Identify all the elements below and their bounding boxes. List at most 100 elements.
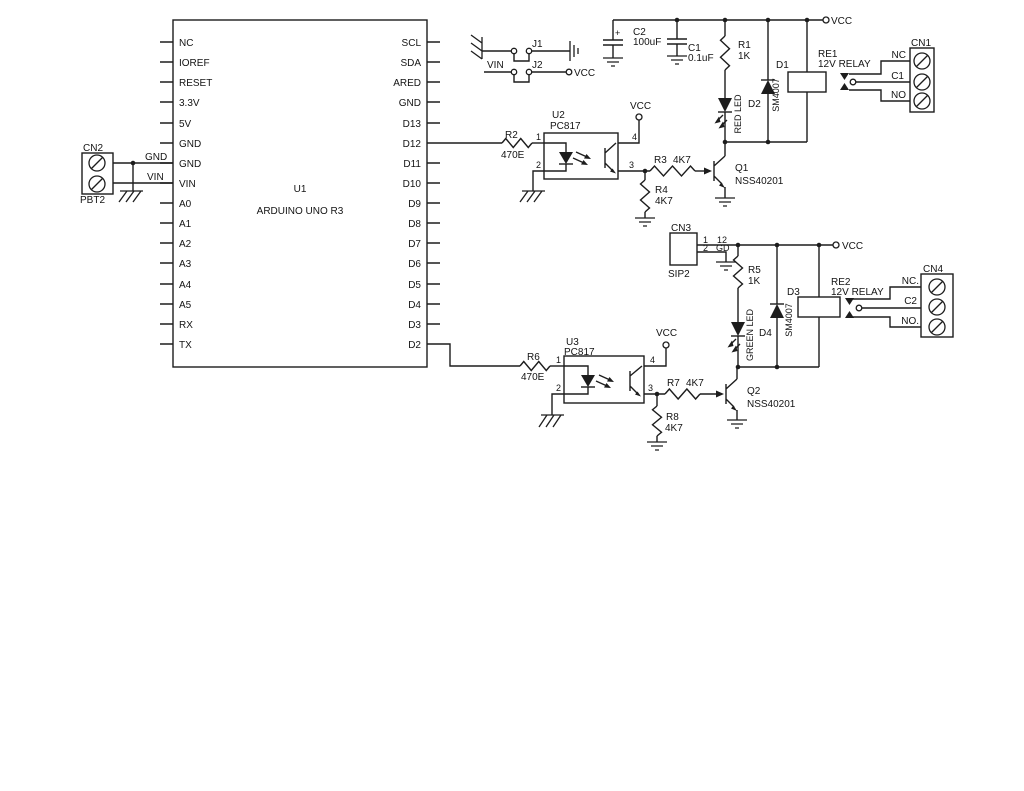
re2-nc-contact-arrow	[845, 298, 854, 305]
d1-triangle	[761, 80, 775, 94]
cn3-value: SIP2	[668, 269, 690, 280]
u2-phototransistor	[604, 142, 617, 172]
u2-emitter-arrow	[610, 168, 616, 174]
r6-refdes: R6	[527, 352, 540, 363]
u3-phototransistor	[629, 365, 643, 395]
u2-pin1-number: 1	[536, 132, 541, 142]
re2-relay: RE2 12V RELAY	[797, 245, 921, 367]
vcc-terminal	[565, 68, 573, 76]
u1-pin-right-2: ARED	[393, 78, 421, 89]
re2-no-contact-arrow	[845, 311, 854, 318]
u1-pin-left-2: RESET	[179, 78, 212, 89]
u1-pin-right-5: D12	[403, 139, 422, 150]
opto-light-arrow-tip	[607, 377, 614, 382]
r4-zigzag	[639, 179, 651, 213]
u2-value: PC817	[550, 121, 581, 132]
u1-pin-right-11: D6	[408, 259, 421, 270]
u2-body	[543, 132, 619, 180]
cn3-refdes: CN3	[671, 223, 691, 234]
cn4-body	[920, 273, 954, 338]
r8-zigzag	[651, 405, 663, 437]
c1-plates	[667, 38, 687, 45]
cn3-connector: CN3 SIP2 1 12 2 GD	[668, 223, 736, 280]
d4-value-vertical: GREEN LED	[745, 308, 755, 361]
q1-refdes: Q1	[735, 163, 749, 174]
u3-pin3-number: 3	[648, 383, 653, 393]
c1-refdes: C1	[688, 43, 701, 54]
r7-zigzag	[664, 387, 701, 401]
c2-polarity-plus: +	[615, 28, 620, 38]
vin-net-label: VIN	[147, 172, 164, 183]
d1-refdes: D1	[776, 60, 789, 71]
u3-optocoupler: R6 470E U3 PC817 1 2 4 3 VCC	[440, 328, 677, 428]
r6-zigzag	[519, 360, 551, 372]
earth-ground-icon	[667, 55, 687, 65]
u2-pin3-number: 3	[629, 160, 634, 170]
u2-pin2-number: 2	[536, 160, 541, 170]
cn3-pin1-number: 1	[703, 235, 708, 245]
vcc-terminal	[662, 341, 670, 349]
cn3-body	[669, 232, 698, 266]
re2-refdes: RE2	[831, 277, 851, 288]
u2-pin4-wire	[618, 120, 640, 144]
opto-light-arrow	[572, 157, 585, 164]
q1-value: NSS40201	[735, 176, 784, 187]
cn4-screw-slot	[931, 321, 943, 333]
cn2-screw-2-slot	[91, 178, 103, 190]
u1-pin-left-6: GND	[179, 159, 201, 170]
r6-value: 470E	[521, 372, 545, 383]
vcc-rail-1: VCC + C2 100uF C1 0.1uF	[603, 16, 852, 67]
u2-refdes: U2	[552, 110, 565, 121]
u1-pin-right-14: D3	[408, 320, 421, 331]
u1-pin-left-0: NC	[179, 38, 193, 49]
c1-capacitor: C1 0.1uF	[667, 20, 714, 65]
hatch-ground-rotated-icon	[470, 34, 483, 60]
cn1-terminal-no: NO	[891, 90, 906, 101]
d2-value-vertical: RED LED	[733, 94, 743, 134]
earth-ground-icon	[603, 57, 623, 67]
u2-pin2-wire	[532, 170, 544, 191]
c2-plates	[603, 39, 623, 46]
cn3-net1-label: 12	[717, 235, 727, 245]
re2-no-contact-wire	[849, 316, 921, 328]
u1-pin-right-0: SCL	[402, 38, 422, 49]
cn2-value: PBT2	[80, 195, 105, 206]
cn4-terminal-no: NO.	[901, 316, 919, 327]
j1-pin-1	[510, 47, 518, 55]
u1-pin-right-4: D13	[403, 119, 422, 130]
hatch-ground-icon	[538, 414, 564, 428]
d1-flyback-diode: D1 SM4007	[761, 20, 789, 142]
re1-no-contact-wire	[849, 89, 910, 102]
u3-pin2-number: 2	[556, 383, 561, 393]
earth-ground-rotated-icon	[569, 41, 579, 61]
r5-refdes: R5	[748, 265, 761, 276]
u3-pin2-wire	[551, 393, 564, 415]
d2-pin-wire	[440, 343, 520, 367]
d3-refdes: D3	[787, 287, 800, 298]
r2-value: 470E	[501, 150, 525, 161]
u1-pin-left-14: RX	[179, 320, 193, 331]
u3-body	[563, 355, 645, 404]
u1-body	[172, 19, 428, 368]
u1-pin-right-6: D11	[403, 159, 421, 170]
u2-internal-led-wires	[544, 142, 567, 172]
vin-net-label: VIN	[487, 60, 504, 71]
u1-pin-left-3: 3.3V	[179, 98, 200, 109]
junction-dot	[774, 364, 780, 370]
cn2-screw-1-slot	[91, 157, 103, 169]
re1-nc-contact-arrow	[840, 73, 849, 80]
d3-triangle	[770, 304, 784, 318]
re2-pole-terminal	[855, 304, 863, 312]
vcc-rail-2: VCC	[697, 241, 863, 252]
u1-pin-right-8: D9	[408, 199, 421, 210]
u1-left-pin-stubs	[160, 41, 173, 345]
r3-value: 4K7	[673, 155, 691, 166]
u3-pin4-wire	[644, 348, 667, 367]
cn1-refdes: CN1	[911, 38, 931, 49]
r7-value: 4K7	[686, 378, 704, 389]
re1-pole-terminal	[849, 78, 857, 86]
vcc-net-label: VCC	[630, 101, 651, 112]
u1-pin-left-1: IOREF	[179, 58, 210, 69]
r2-zigzag	[501, 137, 533, 149]
